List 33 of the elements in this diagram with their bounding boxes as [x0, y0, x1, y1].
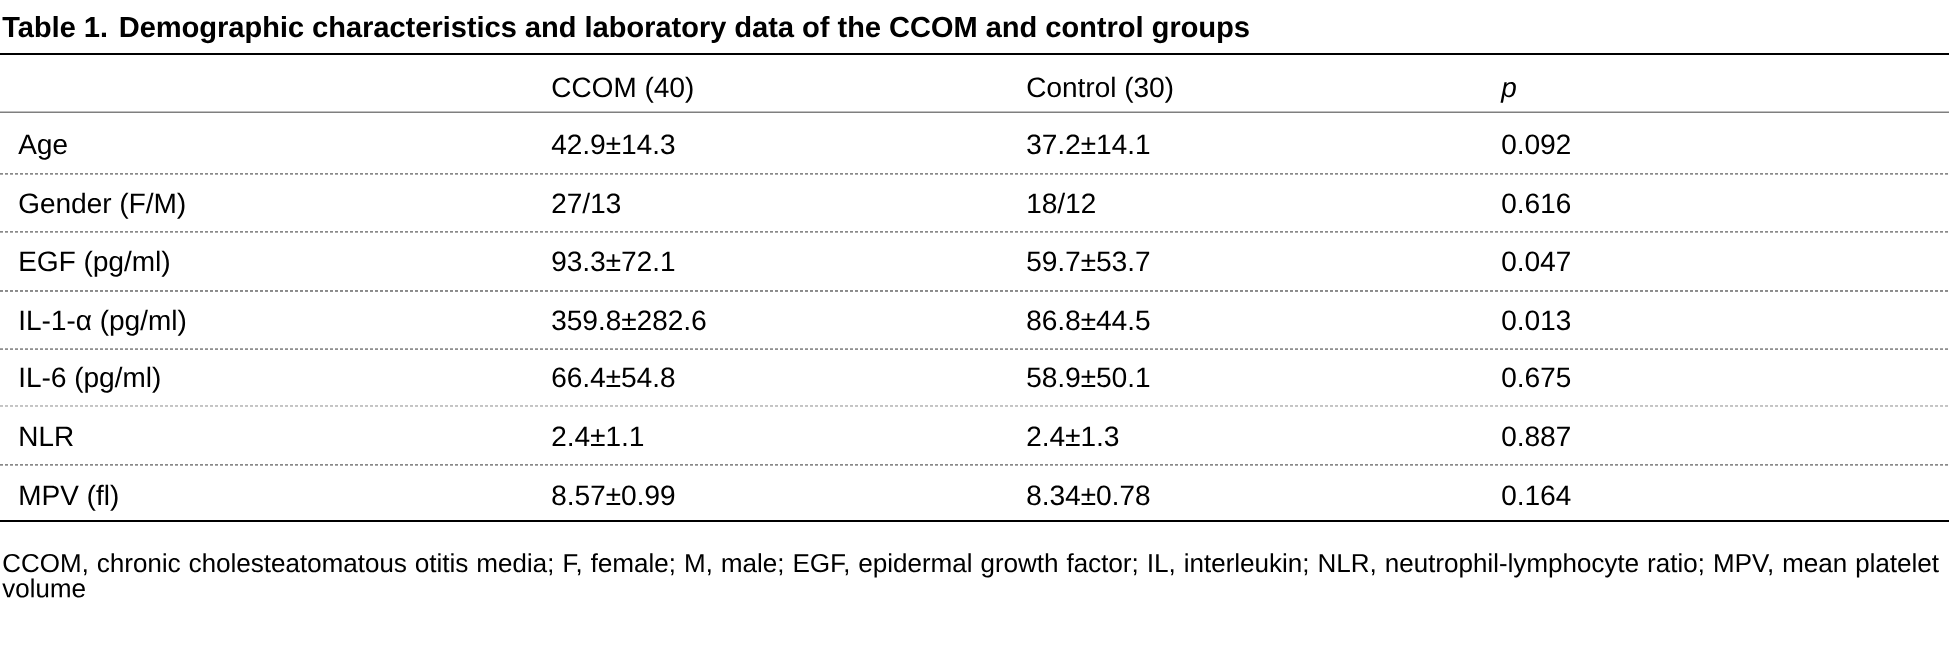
table-cell: 8.57±0.99 — [552, 485, 675, 506]
table-cell: CCOM (40) — [552, 76, 693, 103]
table-cell: EGF (pg/ml) — [20, 250, 169, 277]
table-cell: 37.2±14.1 — [1027, 134, 1150, 155]
table-footnote: CCOM, chronic cholesteatomatous otitis media; F, female; M, male; EGF, epidermal growth factor; IL, interleukin; NLR, neutrophil-lymphocyte ratio; MPV, mean platelet volume — [2, 553, 1939, 598]
table-cell: MPV (fl) — [20, 484, 118, 511]
table-cell: 359.8±282.6 — [552, 310, 706, 331]
table-cell: Gender (F/M) — [19, 192, 185, 219]
table-cell: 2.4±1.1 — [552, 426, 644, 446]
table-cell: 8.34±0.78 — [1027, 485, 1150, 506]
table-cell: 59.7±53.7 — [1027, 251, 1150, 272]
table-cell: IL-6 (pg/ml) — [20, 366, 160, 393]
table-title: Table 1. Demographic characteristics and laboratory data of the CCOM and control groups — [2, 16, 1249, 44]
table-cell: 0.675 — [1502, 367, 1571, 388]
table-cell: Control (30) — [1027, 76, 1173, 103]
table-cell: 18/12 — [1028, 192, 1095, 214]
table-cell: 42.9±14.3 — [551, 134, 675, 155]
table-cell: 2.4±1.3 — [1027, 426, 1119, 447]
table-cell: 66.4±54.8 — [552, 367, 675, 388]
table-cell: 86.8±44.5 — [1027, 310, 1150, 331]
table-cell: 0.092 — [1502, 134, 1570, 155]
table-cell: 0.047 — [1502, 251, 1570, 272]
table-cell: 0.013 — [1502, 310, 1571, 331]
table-cell: 93.3±72.1 — [552, 251, 675, 272]
table-cell: IL-1-α (pg/ml) — [20, 309, 186, 336]
table-cell: 58.9±50.1 — [1027, 367, 1150, 388]
table-cell: NLR — [20, 426, 73, 446]
table-cell: 0.616 — [1502, 193, 1571, 214]
table-cell: Age — [18, 134, 67, 160]
table-cell: 0.164 — [1502, 485, 1571, 506]
table-cell: 0.887 — [1502, 426, 1570, 447]
table-cell: p — [1500, 81, 1516, 103]
table-cell: 27/13 — [552, 192, 621, 214]
